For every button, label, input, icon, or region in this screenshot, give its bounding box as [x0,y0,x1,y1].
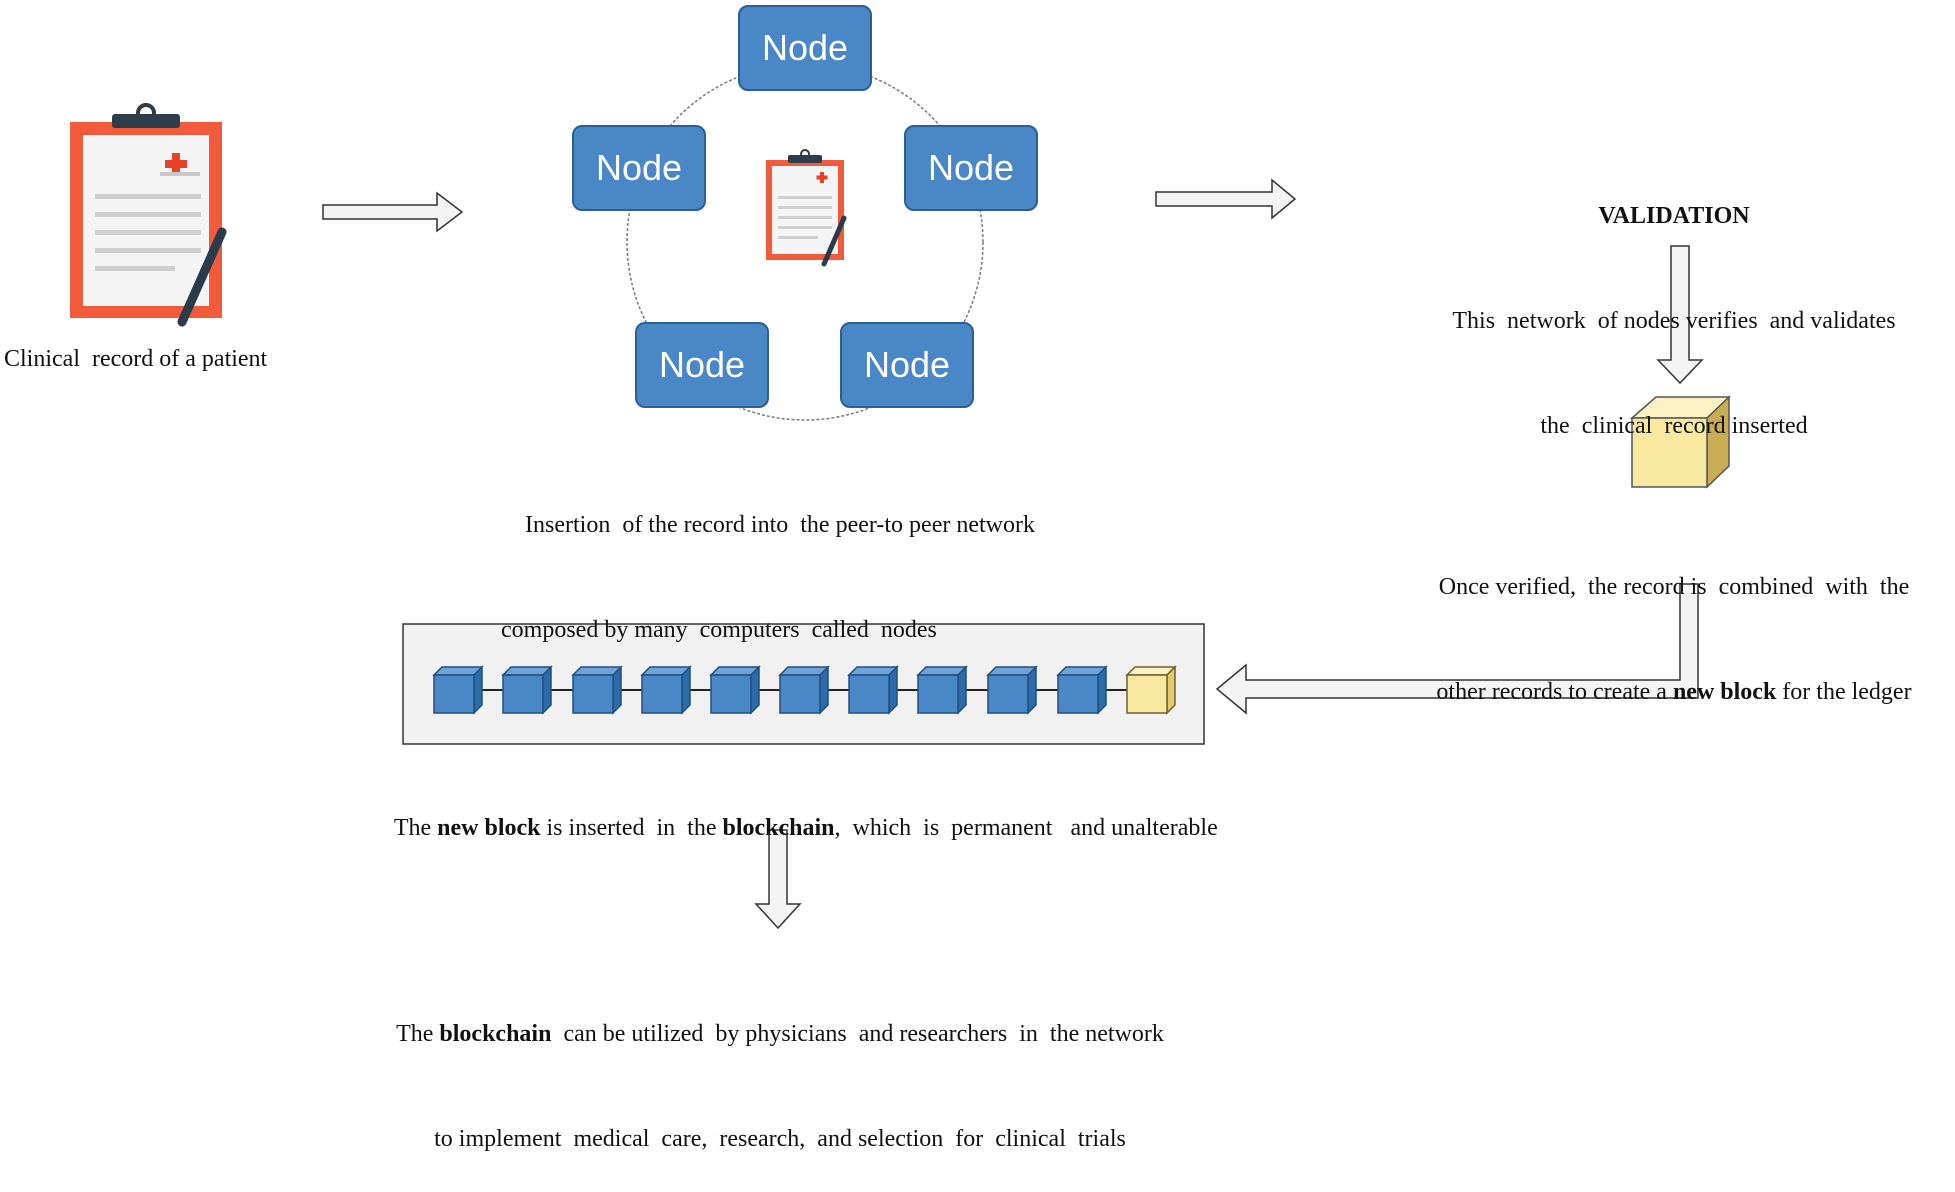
node-top: Node [738,5,872,91]
node-label: Node [595,147,683,188]
validation-title: VALIDATION [1598,203,1750,229]
validation-line1: This network of nodes verifies and valid… [1452,308,1896,334]
network-caption-line1: Insertion of the record into the peer-to… [525,512,1035,538]
usage-text: The blockchain can be utilized by physic… [290,947,1270,1192]
new-block-cube [1630,395,1731,489]
node-label: Node [863,344,951,385]
block-1 [433,666,483,714]
network-caption: Insertion of the record into the peer-to… [480,438,1080,683]
new-block-line1: Once verified, the record is combined wi… [1438,574,1910,600]
clipboard-small-icon [766,149,847,267]
usage-line1: The blockchain can be utilized by physic… [396,1021,1164,1047]
patient-record-caption: Clinical record of a patient [4,346,268,372]
arrow-down-1 [1656,245,1704,385]
blockchain-caption: The new block is inserted in the blockch… [393,815,1218,841]
arrow-down-2 [754,829,802,930]
node-bottom-left: Node [635,322,769,408]
node-label: Node [658,344,746,385]
node-label: Node [761,27,849,68]
arrow-right-2 [1155,178,1297,220]
new-block-text: Once verified, the record is combined wi… [1396,500,1952,745]
clipboard-medical-record-icon [70,103,227,327]
new-block-line2: other records to create a new block for … [1436,679,1912,705]
block-new [1126,666,1176,714]
node-bottom-right: Node [840,322,974,408]
validation-line2: the clinical record inserted [1540,413,1808,439]
diagram-canvas [70,63,1731,930]
network-caption-line2: composed by many computers called nodes [501,617,937,643]
arrow-right-1 [322,191,464,233]
usage-line2: to implement medical care, research, and… [434,1126,1126,1152]
validation-text: VALIDATION This network of nodes verifie… [1400,129,1948,479]
network-ring [626,63,984,421]
arrow-elbow-to-blockchain [1215,583,1699,715]
node-left: Node [572,125,706,211]
node-right: Node [904,125,1038,211]
node-label: Node [927,147,1015,188]
